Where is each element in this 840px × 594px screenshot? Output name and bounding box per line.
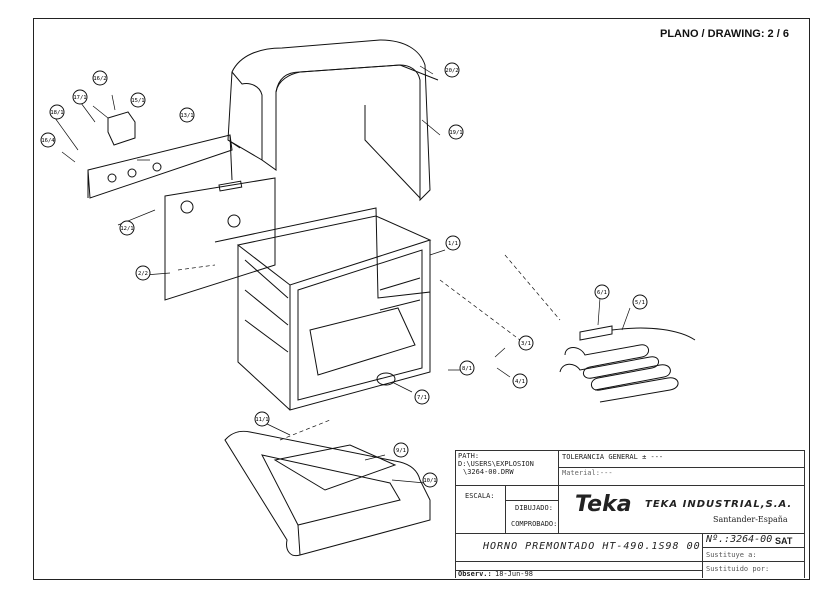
back-panel [164, 177, 276, 301]
callout-label: 2/2 [138, 271, 148, 277]
company-location: Santander-España [713, 515, 788, 524]
callout-label: 5/1 [635, 300, 645, 306]
callout [459, 360, 475, 376]
callout-label: 6/1 [597, 290, 607, 296]
sustituye-label: Sustituye a: [706, 551, 757, 559]
comprobado-label: COMPROBADO: [511, 520, 558, 528]
company-name: TEKA INDUSTRIAL,S.A. [645, 499, 793, 510]
title-block: PATH: D:\USERS\EXPLOSION \3264-00.DRW TO… [455, 450, 805, 578]
sat-label: SAT [775, 536, 793, 546]
callout [119, 220, 135, 236]
callout [512, 373, 528, 389]
dibujado-label: DIBUJADO: [515, 504, 553, 512]
callout-label: 1/1 [448, 241, 458, 247]
drawing-frame [33, 18, 810, 580]
callout-label: 9/1 [396, 448, 406, 454]
escala-label: ESCALA: [465, 492, 495, 500]
oven-casing [227, 39, 439, 202]
callout [92, 70, 108, 86]
callout-label: 12/1 [120, 226, 133, 232]
teka-logo: Teka [575, 492, 632, 517]
path-label: PATH: [458, 452, 480, 460]
callout-label: 7/1 [417, 395, 427, 401]
callout [445, 235, 461, 251]
plano-label: PLANO / DRAWING: 2 / 6 [660, 28, 789, 40]
callout [444, 62, 460, 78]
callout [40, 132, 56, 148]
callout-label: 10/1 [423, 478, 436, 484]
tolerance: TOLERANCIA GENERAL ± --- [562, 453, 664, 461]
sustituido-label: Sustituido por: [706, 565, 770, 573]
callout [632, 294, 648, 310]
callout-label: 16/4 [41, 138, 55, 144]
product-name: HORNO PREMONTADO HT-490.1S98 00 [483, 541, 701, 552]
callout [422, 472, 438, 488]
path-file: \3264-00.DRW [463, 468, 514, 476]
observ-label: Observ.: [458, 570, 492, 578]
callout [254, 411, 270, 427]
callout [49, 104, 65, 120]
callout-label: 16/2 [93, 76, 106, 82]
observ-date: 18-Jun-98 [495, 570, 533, 578]
drawing-number: Nº.:3264-00 [706, 534, 773, 545]
callout [393, 442, 409, 458]
control-bracket [87, 111, 233, 199]
callout-label: 3/1 [521, 341, 531, 347]
callout-label: 8/1 [462, 366, 472, 372]
callout-label: 4/1 [515, 379, 525, 385]
callout [414, 389, 430, 405]
callout [448, 124, 464, 140]
callout-labels: 20/2 19/1 13/1 15/1 16/2 17/1 18/1 16/4 … [40, 62, 648, 488]
callout [72, 89, 88, 105]
callout [130, 92, 146, 108]
callout [594, 284, 610, 300]
callout [179, 107, 195, 123]
callout [518, 335, 534, 351]
callout-label: 19/1 [449, 130, 462, 136]
oven-cavity [214, 207, 432, 411]
callout-label: 15/1 [131, 98, 144, 104]
callout-label: 20/2 [445, 68, 458, 74]
heating-element [559, 325, 696, 403]
callout [135, 265, 151, 281]
callout-label: 18/1 [50, 110, 63, 116]
callout-label: 13/1 [180, 113, 193, 119]
bottom-drawer [224, 430, 431, 557]
material: Material:--- [562, 469, 613, 477]
callout-label: 17/1 [73, 95, 86, 101]
path-value: D:\USERS\EXPLOSION [458, 460, 534, 468]
callout-label: 11/1 [255, 417, 268, 423]
